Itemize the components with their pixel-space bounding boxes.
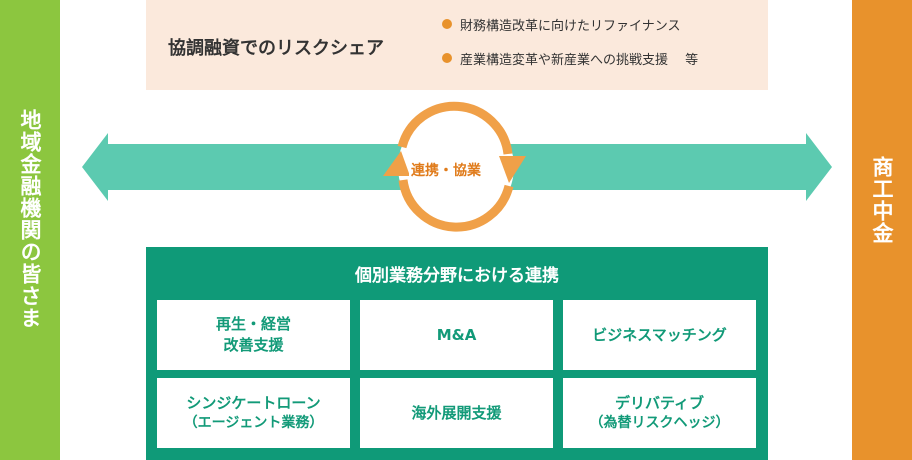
risk-item-label: 財務構造改革に向けたリファイナンス xyxy=(460,18,681,34)
risk-share-box: 協調融資でのリスクシェア 財務構造改革に向けたリファイナンス 産業構造変革や新産… xyxy=(146,0,768,90)
cooperation-cell: デリバティブ （為替リスクヘッジ） xyxy=(563,378,756,448)
cooperation-title: 個別業務分野における連携 xyxy=(355,266,559,286)
cooperation-cell: シンジケートローン （エージェント業務） xyxy=(157,378,350,448)
cell-line-2: 改善支援 xyxy=(223,336,284,354)
cell-line-1: M&A xyxy=(436,325,477,344)
cell-line-2: （エージェント業務） xyxy=(183,414,324,431)
list-item: 産業構造変革や新産業への挑戦支援 等 xyxy=(442,48,698,68)
cell-line-1: 海外展開支援 xyxy=(411,403,502,422)
right-bar-label: 商工中金 xyxy=(870,156,894,244)
risk-share-list: 財務構造改革に向けたリファイナンス 産業構造変革や新産業への挑戦支援 等 xyxy=(442,14,698,82)
left-bar-label: 地域金融機関の皆さま xyxy=(18,109,42,329)
cooperation-panel: 個別業務分野における連携 再生・経営 改善支援 M&A ビジネスマッチング シン… xyxy=(146,247,768,460)
cell-line-1: シンジケートローン xyxy=(186,393,321,412)
cooperation-cell: 再生・経営 改善支援 xyxy=(157,300,350,370)
cooperation-cell: ビジネスマッチング xyxy=(563,300,756,370)
cooperation-cell: M&A xyxy=(360,300,553,370)
risk-item-label: 産業構造変革や新産業への挑戦支援 等 xyxy=(460,52,699,68)
cooperation-cell: 海外展開支援 xyxy=(360,378,553,448)
list-item: 財務構造改革に向けたリファイナンス xyxy=(442,14,698,34)
left-side-bar: 地域金融機関の皆さま xyxy=(0,0,60,460)
right-side-bar: 商工中金 xyxy=(852,0,912,460)
cell-line-1: 再生・経営 xyxy=(215,315,291,333)
cycle-label: 連携・協業 xyxy=(409,160,483,180)
cell-line-1: デリバティブ xyxy=(614,393,705,412)
bullet-dot-icon xyxy=(442,53,452,63)
cell-line-1: ビジネスマッチング xyxy=(592,325,727,344)
cell-line-2: （為替リスクヘッジ） xyxy=(589,414,730,431)
bullet-dot-icon xyxy=(442,19,452,29)
risk-share-title: 協調融資でのリスクシェア xyxy=(168,38,384,59)
